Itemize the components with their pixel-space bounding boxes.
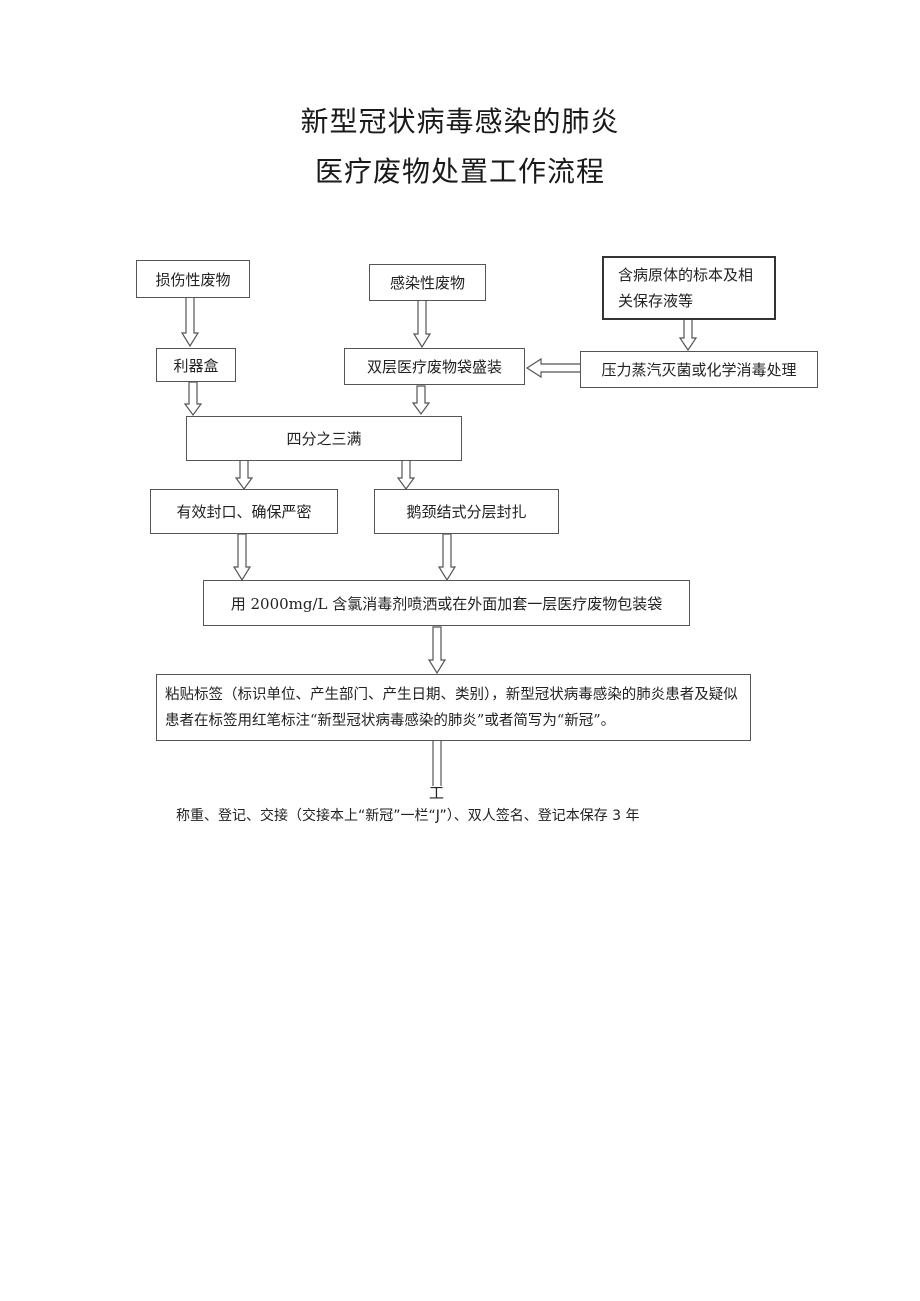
- node-label: 粘贴标签（标识单位、产生部门、产生日期、类别），新型冠状病毒感染的肺炎患者及疑似…: [156, 674, 751, 741]
- arrow-injury-to-sharps: [182, 297, 198, 346]
- arrow-chlorine-to-label: [429, 627, 445, 673]
- node-three-quarters: 四分之三满: [186, 416, 462, 461]
- arrow-gooseneck-to-chlorine: [439, 534, 455, 580]
- arrow-bag-to-threequarters: [413, 386, 429, 414]
- arrow-sharps-to-threequarters: [185, 382, 201, 415]
- node-sharps-box: 利器盒: [156, 348, 236, 382]
- node-injury-waste: 损伤性废物: [136, 260, 250, 298]
- node-seal: 有效封口、确保严密: [150, 489, 338, 534]
- footer-note: 称重、登记、交接（交接本上“新冠”一栏“J”）、双人签名、登记本保存 3 年: [176, 805, 640, 825]
- node-chlorine: 用 2000mg/L 含氯消毒剂喷洒或在外面加套一层医疗废物包装袋: [203, 580, 690, 626]
- node-gooseneck: 鹅颈结式分层封扎: [374, 489, 559, 534]
- arrow-threequarters-to-seal: [236, 460, 252, 489]
- tail-glyph: 工: [429, 782, 444, 803]
- node-double-bag: 双层医疗废物袋盛装: [344, 348, 525, 385]
- node-pathogen-specimen: 含病原体的标本及相关保存液等: [602, 256, 776, 320]
- arrow-threequarters-to-gooseneck: [398, 460, 414, 489]
- node-sterilize: 压力蒸汽灭菌或化学消毒处理: [580, 351, 818, 388]
- arrow-infectious-to-bag: [414, 299, 430, 347]
- arrow-sterilize-to-bag: [527, 359, 581, 377]
- node-infectious-waste: 感染性废物: [369, 264, 486, 301]
- arrow-seal-to-chlorine: [234, 534, 250, 580]
- arrow-specimen-to-sterilize: [680, 318, 696, 350]
